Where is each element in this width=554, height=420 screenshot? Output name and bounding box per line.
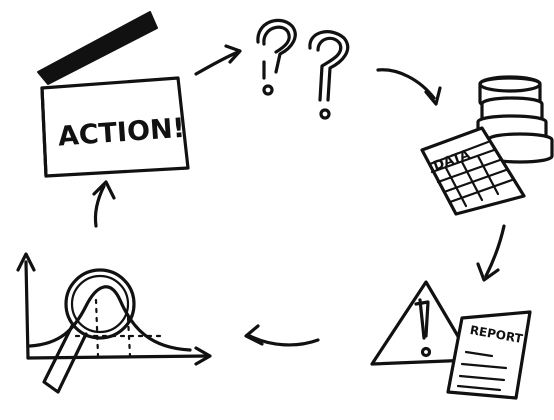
arrow-questions-to-data [378, 70, 440, 104]
analysis-chart-icon [18, 254, 210, 364]
action-clapperboard-icon: ACTION! [38, 12, 188, 176]
arrow-report-to-analysis [246, 326, 318, 345]
arrow-action-to-questions [196, 46, 240, 74]
action-label: ACTION! [57, 113, 186, 153]
clapper-top-strip [42, 88, 46, 176]
report-document-icon: REPORT [448, 312, 530, 398]
arrow-analysis-to-action [94, 182, 114, 226]
question-marks-icon [258, 20, 348, 118]
arrow-data-to-report [478, 226, 504, 280]
magnifying-glass-icon [44, 270, 134, 392]
clapper-stick [38, 12, 157, 84]
